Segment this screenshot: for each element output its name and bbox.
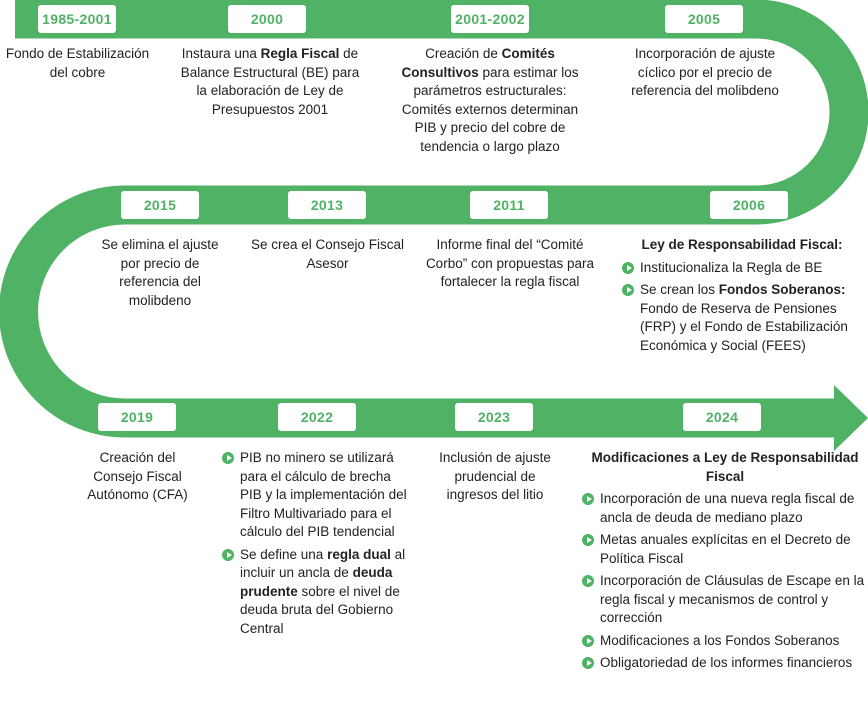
text-segment: Instaura una [181,46,261,61]
bullet-list: Incorporación de una nueva regla fiscal … [582,490,868,673]
play-bullet-icon [622,284,634,296]
text-segment: Fondo de Estabilización del cobre [5,46,150,80]
text-segment: Obligatoriedad de los informes financier… [600,655,853,670]
event-description: PIB no minero se utilizará para el cálcu… [222,449,412,642]
event-description: Creación del Consejo Fiscal Autónomo (CF… [75,449,200,505]
text-segment: de Balance Estructural (BE) para la elab… [180,46,360,117]
emphasis-text: regla dual [327,546,391,562]
text-segment: Incorporación de una nueva regla fiscal … [600,491,855,525]
play-bullet-icon [622,261,634,274]
event-description: Modificaciones a Ley de Responsabilidad … [582,449,868,677]
list-item: PIB no minero se utilizará para el cálcu… [222,449,412,542]
list-item: Se crean los Fondos Soberanos: Fondo de … [622,281,862,355]
event-description: Se crea el Consejo Fiscal Asesor [250,236,405,273]
text-segment: Metas anuales explícitas en el Decreto d… [600,532,851,566]
event-text: Incorporación de ajuste cíclico por el p… [615,45,795,101]
list-item: Incorporación de una nueva regla fiscal … [582,490,868,527]
event-text: Creación del Consejo Fiscal Autónomo (CF… [75,449,200,505]
year-label: 2011 [470,191,548,219]
event-description: Instaura una Regla Fiscal de Balance Est… [175,45,365,119]
year-label: 2005 [665,5,743,33]
text-segment: PIB no minero se utilizará para el cálcu… [240,450,407,539]
event-description: Incorporación de ajuste cíclico por el p… [615,45,795,101]
bullet-list: Institucionaliza la Regla de BE Se crean … [622,259,862,356]
year-label: 2013 [288,191,366,219]
year-label: 1985-2001 [38,5,116,33]
event-text: Se crea el Consejo Fiscal Asesor [250,236,405,273]
event-description: Creación de Comités Consultivos para est… [390,45,590,156]
emphasis-text: Regla Fiscal [260,46,340,61]
list-item: Obligatoriedad de los informes financier… [582,654,868,673]
play-bullet-icon [582,634,594,647]
year-label: 2015 [121,191,199,219]
play-bullet-icon [222,452,234,464]
event-text: Fondo de Estabilización del cobre [0,45,155,82]
year-label: 2022 [278,403,356,431]
text-segment: Creación del Consejo Fiscal Autónomo (CF… [87,450,188,502]
emphasis-text: Comités Consultivos [401,46,555,80]
play-bullet-icon [222,548,234,561]
event-description: Fondo de Estabilización del cobre [0,45,155,82]
play-bullet-icon [582,575,594,587]
play-bullet-icon [582,657,594,669]
text-segment: Se define una [240,546,328,562]
bullet-list: PIB no minero se utilizará para el cálcu… [222,449,412,638]
text-segment: sobre el nivel de deuda bruta del Gobier… [240,583,400,636]
text-segment: Se elimina el ajuste por precio de refer… [101,237,219,308]
text-segment: Incorporación de Cláusulas de Escape en … [600,573,865,625]
event-text: Informe final del “Comité Corbo” con pro… [415,236,605,292]
year-label: 2006 [710,191,788,219]
event-description: Se elimina el ajuste por precio de refer… [95,236,225,310]
play-bullet-icon [582,493,594,505]
year-label: 2000 [228,5,306,33]
year-label: 2019 [98,403,176,431]
event-text: Se elimina el ajuste por precio de refer… [95,236,225,310]
text-segment: Modificaciones a los Fondos Soberanos [600,632,840,648]
text-segment: Inclusión de ajuste prudencial de ingres… [439,450,551,502]
list-item: Modificaciones a los Fondos Soberanos [582,632,868,651]
text-segment: Se crea el Consejo Fiscal Asesor [250,237,405,271]
arrow-head [834,385,868,451]
text-segment: Incorporación de ajuste cíclico por el p… [631,46,779,98]
play-bullet-icon [582,534,594,546]
list-item: Institucionaliza la Regla de BE [622,259,862,278]
year-label: 2024 [683,403,761,431]
event-title: Modificaciones a Ley de Responsabilidad … [591,450,859,484]
text-segment: Fondo de Reserva de Pensiones (FRP) y el… [640,300,848,353]
event-text: Instaura una Regla Fiscal de Balance Est… [175,45,365,119]
event-text: Creación de Comités Consultivos para est… [390,45,590,156]
text-segment: Institucionaliza la Regla de BE [640,259,823,275]
emphasis-text: Fondos Soberanos: [718,282,846,297]
text-segment: al incluir un ancla de [240,546,406,581]
event-title: Ley de Responsabilidad Fiscal: [641,237,843,252]
event-description: Ley de Responsabilidad Fiscal: Institucio… [622,236,862,359]
year-label: 2001-2002 [451,5,529,33]
text-segment: Creación de [425,46,502,61]
event-description: Informe final del “Comité Corbo” con pro… [415,236,605,292]
text-segment: Informe final del “Comité Corbo” con pro… [425,237,595,289]
emphasis-text: deuda prudente [240,565,393,599]
list-item: Metas anuales explícitas en el Decreto d… [582,531,868,568]
event-description: Inclusión de ajuste prudencial de ingres… [430,449,560,505]
list-item: Se define una regla dual al incluir un a… [222,546,412,639]
event-text: Inclusión de ajuste prudencial de ingres… [430,449,560,505]
text-segment: para estimar los parámetros estructurale… [401,64,579,154]
text-segment: Se crean los [640,282,719,297]
year-label: 2023 [455,403,533,431]
list-item: Incorporación de Cláusulas de Escape en … [582,572,868,628]
